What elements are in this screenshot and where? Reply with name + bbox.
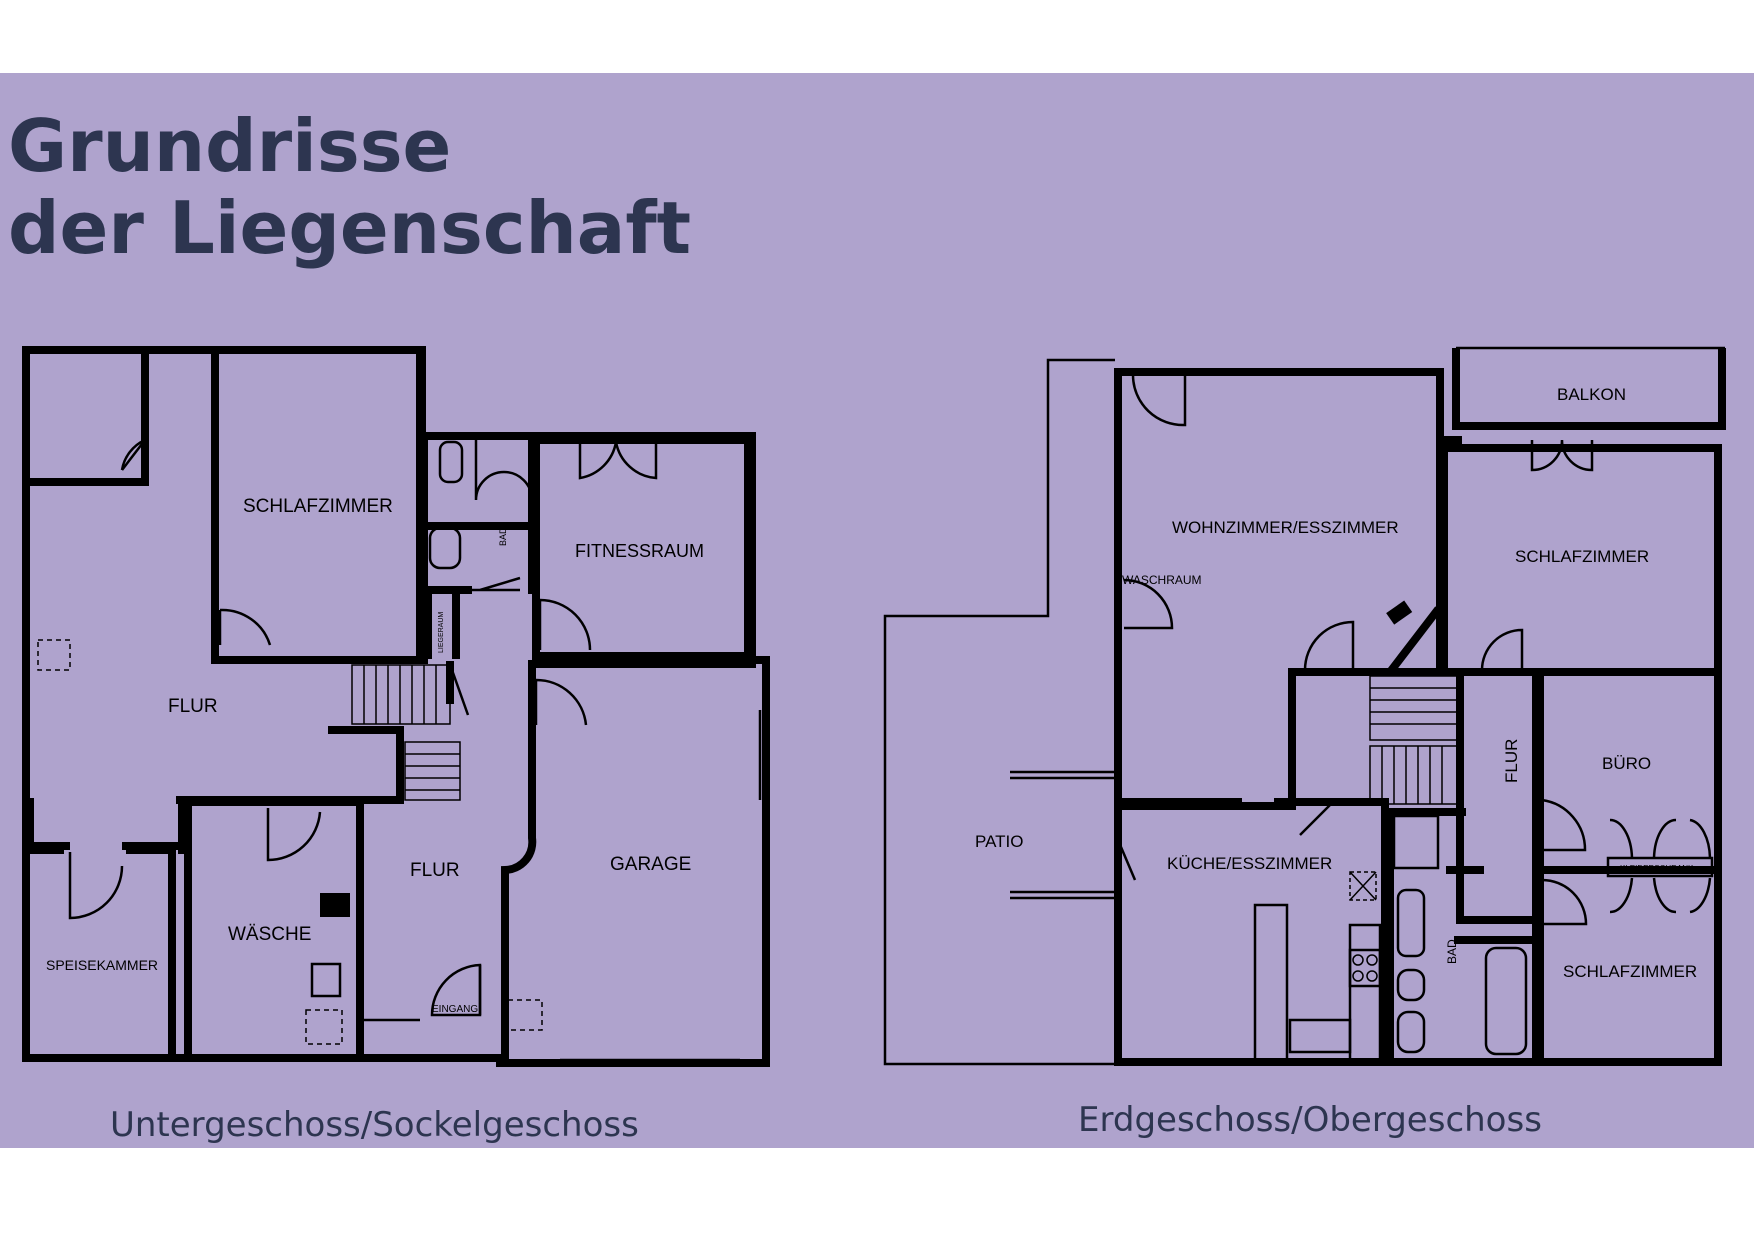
room-label-wohnzimmer-esszimmer: WOHNZIMMER/ESSZIMMER bbox=[1172, 518, 1399, 537]
room-label-speisekammer: SPEISEKAMMER bbox=[46, 957, 158, 973]
room-label-lower-flur-entry: FLUR bbox=[410, 860, 460, 881]
room-label-upper-bad: BAD bbox=[1445, 939, 1459, 964]
room-label-buero: BÜRO bbox=[1602, 754, 1651, 773]
room-label-garage: GARAGE bbox=[610, 854, 691, 875]
room-label-upper-schlafzimmer-bottom: SCHLAFZIMMER bbox=[1563, 962, 1697, 981]
room-label-eingang: EINGANG bbox=[432, 1004, 478, 1015]
room-label-kleiderschrank: KLEIDERSCHRANK bbox=[1620, 864, 1694, 873]
room-label-waesche: WÄSCHE bbox=[228, 924, 311, 945]
room-label-lower-flur-main: FLUR bbox=[168, 696, 218, 717]
room-label-lower-schlafzimmer: SCHLAFZIMMER bbox=[243, 496, 393, 517]
room-label-fitnessraum: FITNESSRAUM bbox=[575, 541, 704, 561]
page-title-line-2: der Liegenschaft bbox=[8, 186, 692, 270]
floor-caption-lower: Untergeschoss/Sockelgeschoss bbox=[110, 1105, 639, 1145]
floor-plan-upper: BALKON WOHNZIMMER/ESSZIMMER WASCHRAUM SC… bbox=[883, 346, 1726, 1066]
room-label-waschraum: WASCHRAUM bbox=[1122, 573, 1202, 587]
background-panel bbox=[0, 73, 1754, 1148]
room-label-lower-bad: BAD bbox=[498, 527, 508, 546]
page-title-line-1: Grundrisse bbox=[8, 104, 452, 188]
room-label-balkon: BALKON bbox=[1557, 385, 1626, 404]
floor-plan-lower: SCHLAFZIMMER FITNESSRAUM BAD LIEGERAUM F… bbox=[22, 346, 770, 1067]
room-label-kueche-esszimmer: KÜCHE/ESSZIMMER bbox=[1167, 854, 1332, 873]
room-label-upper-schlafzimmer-top: SCHLAFZIMMER bbox=[1515, 547, 1649, 566]
floor-caption-upper: Erdgeschoss/Obergeschoss bbox=[1078, 1100, 1542, 1140]
room-label-patio: PATIO bbox=[975, 832, 1024, 851]
room-label-upper-flur: FLUR bbox=[1502, 739, 1521, 783]
room-label-liegeraum: LIEGERAUM bbox=[438, 612, 445, 653]
